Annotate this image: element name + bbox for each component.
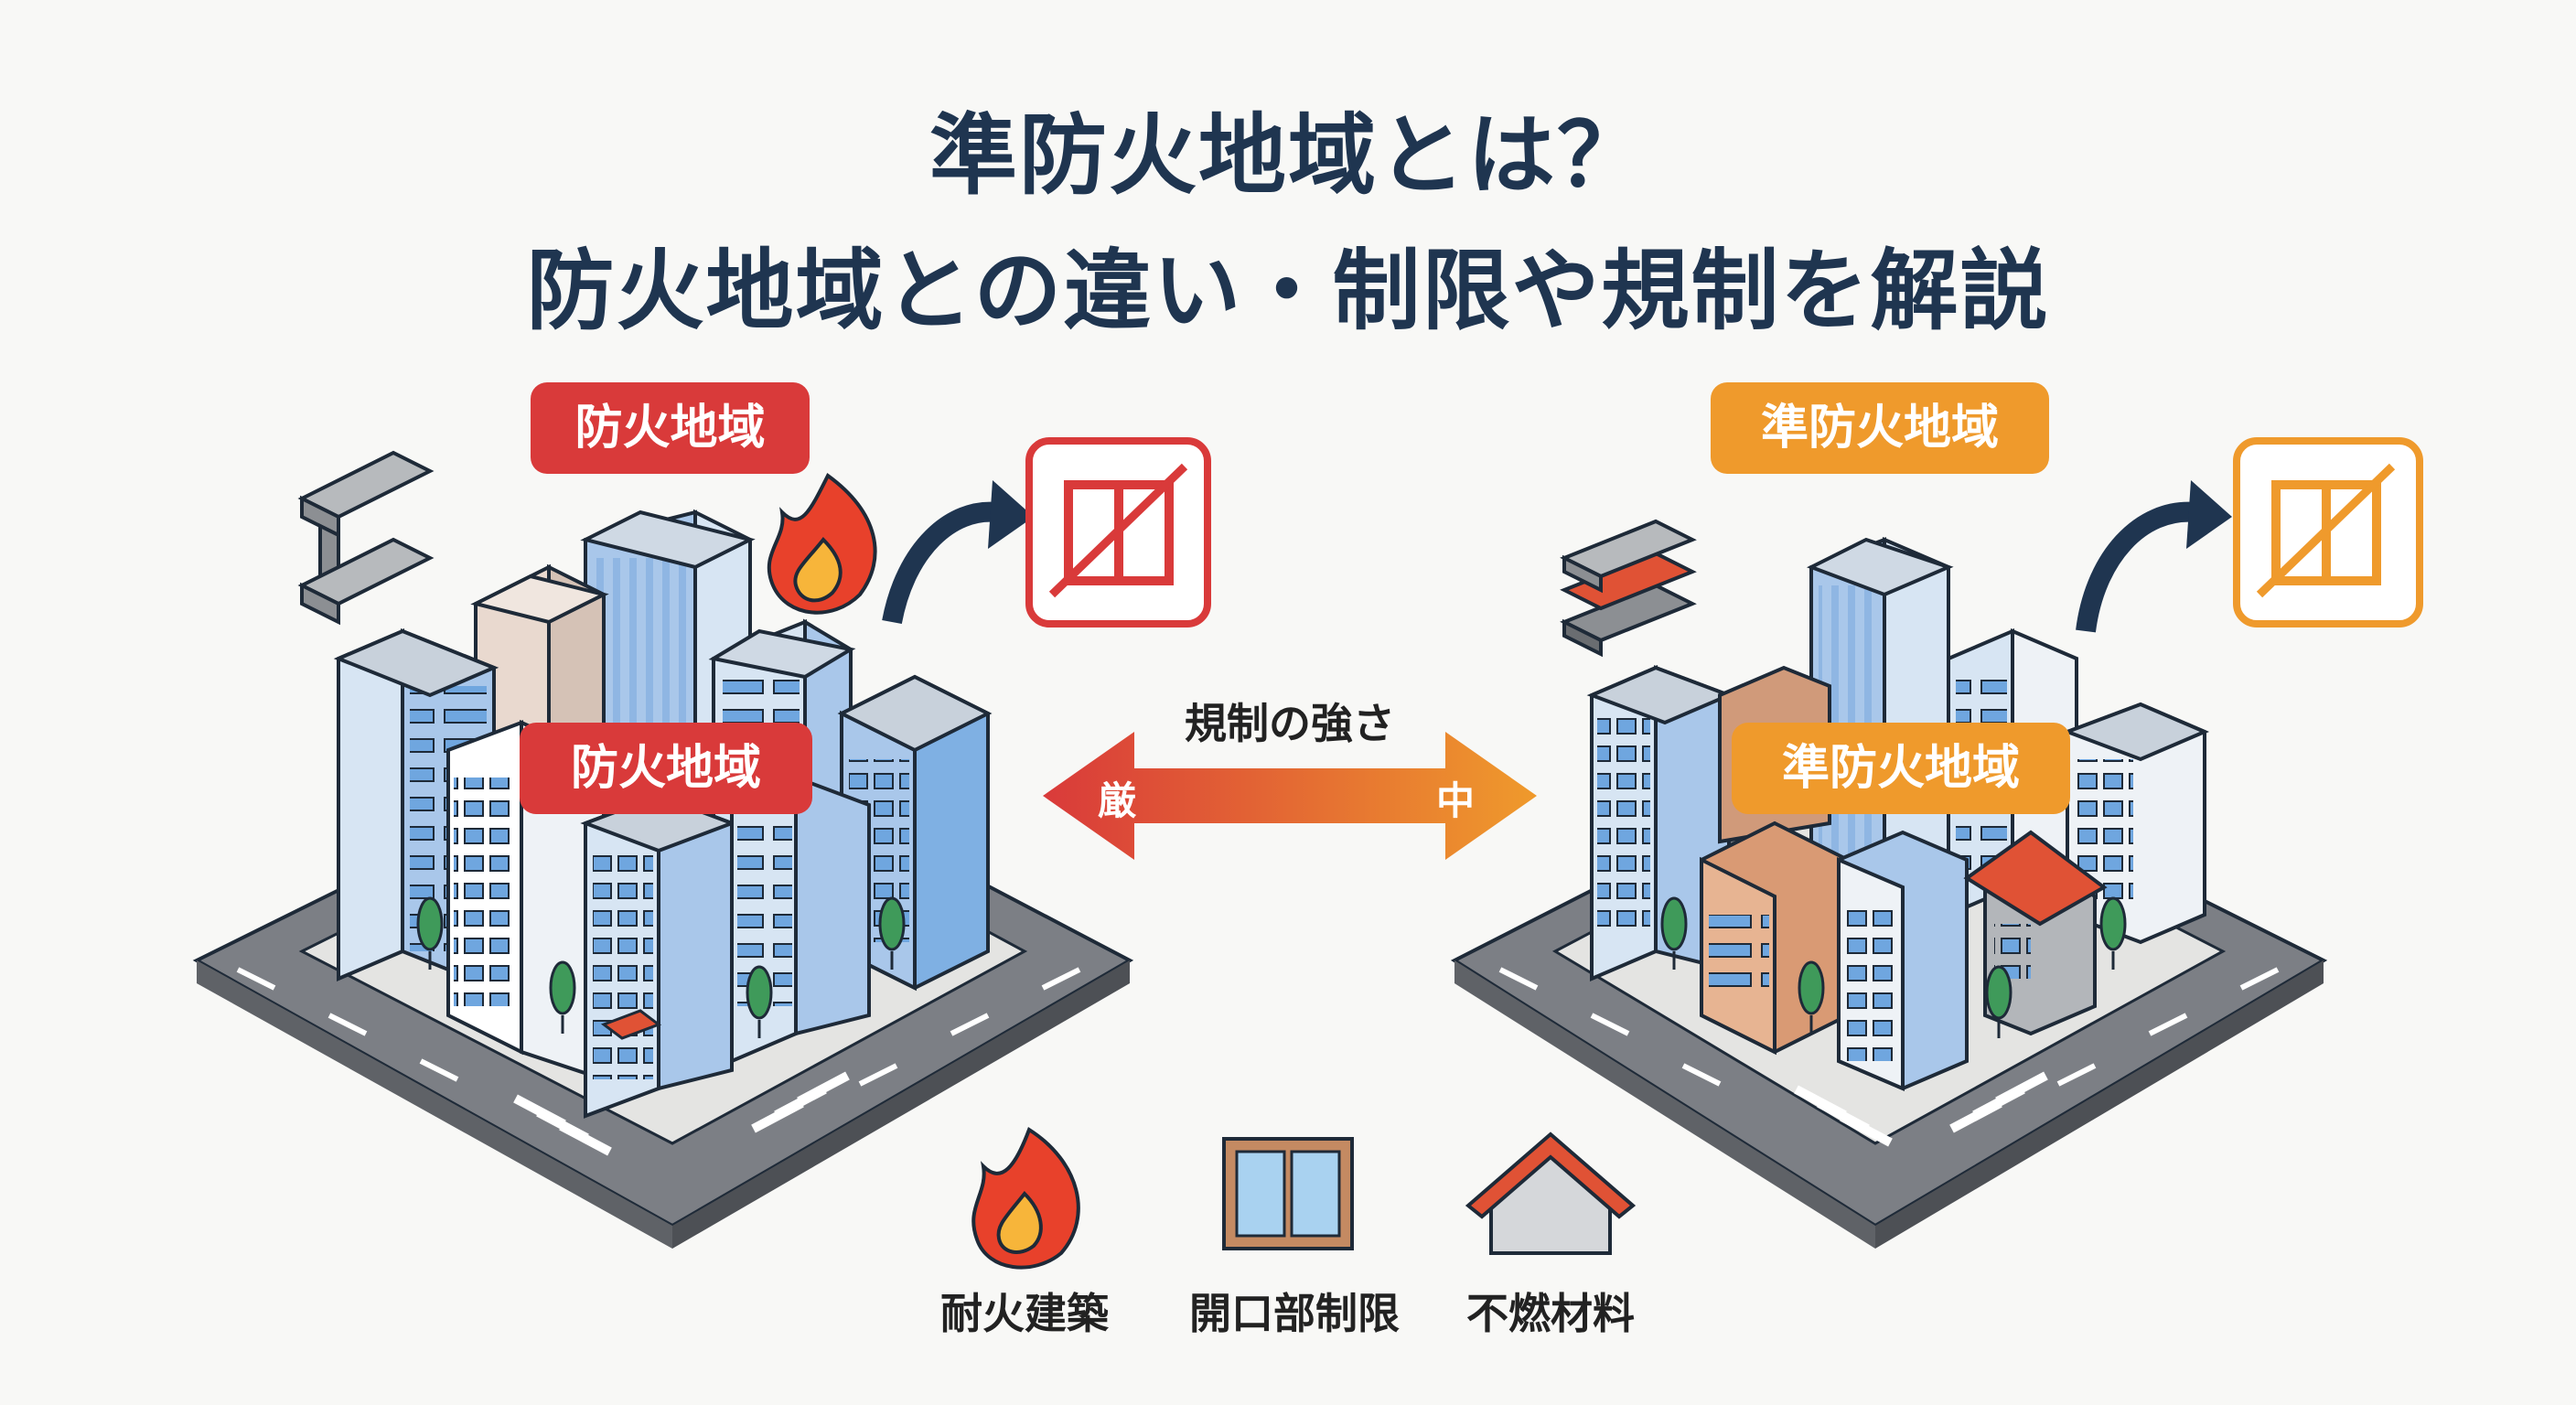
window-icon (1222, 1137, 1354, 1250)
medium-label: 中 (1436, 778, 1476, 823)
fire-district-center-label: 防火地域 (520, 723, 812, 814)
curved-arrow-icon (2076, 480, 2232, 633)
right-city-block (1450, 536, 2328, 1249)
page-subtitle: 防火地域との違い・制限や規制を解説 (526, 240, 2050, 342)
fire-icon (971, 1126, 1080, 1270)
legend-label-openings: 開口部制限 (1189, 1289, 1400, 1338)
house-roof-icon (1465, 1132, 1637, 1255)
fire-district-label: 防火地域 (531, 382, 810, 474)
legend-label-materials: 不燃材料 (1466, 1289, 1635, 1338)
window-prohibited-icon (2233, 437, 2423, 627)
curved-arrow-icon (882, 480, 1034, 625)
window-prohibited-icon (1025, 437, 1211, 627)
quasi-fire-district-label: 準防火地域 (1711, 382, 2049, 474)
steel-beam-icon (297, 450, 435, 626)
left-city-block (192, 509, 1134, 1249)
regulation-strength-arrow (1043, 732, 1537, 860)
strict-label: 厳 (1098, 778, 1137, 823)
quasi-fire-district-center-label: 準防火地域 (1732, 723, 2070, 814)
regulation-strength-caption: 規制の強さ (1185, 699, 1395, 748)
fire-icon (767, 472, 877, 615)
page-title: 準防火地域とは？ (929, 104, 1647, 207)
layered-materials-icon (1560, 519, 1697, 658)
legend-label-fireproof: 耐火建築 (940, 1289, 1109, 1338)
